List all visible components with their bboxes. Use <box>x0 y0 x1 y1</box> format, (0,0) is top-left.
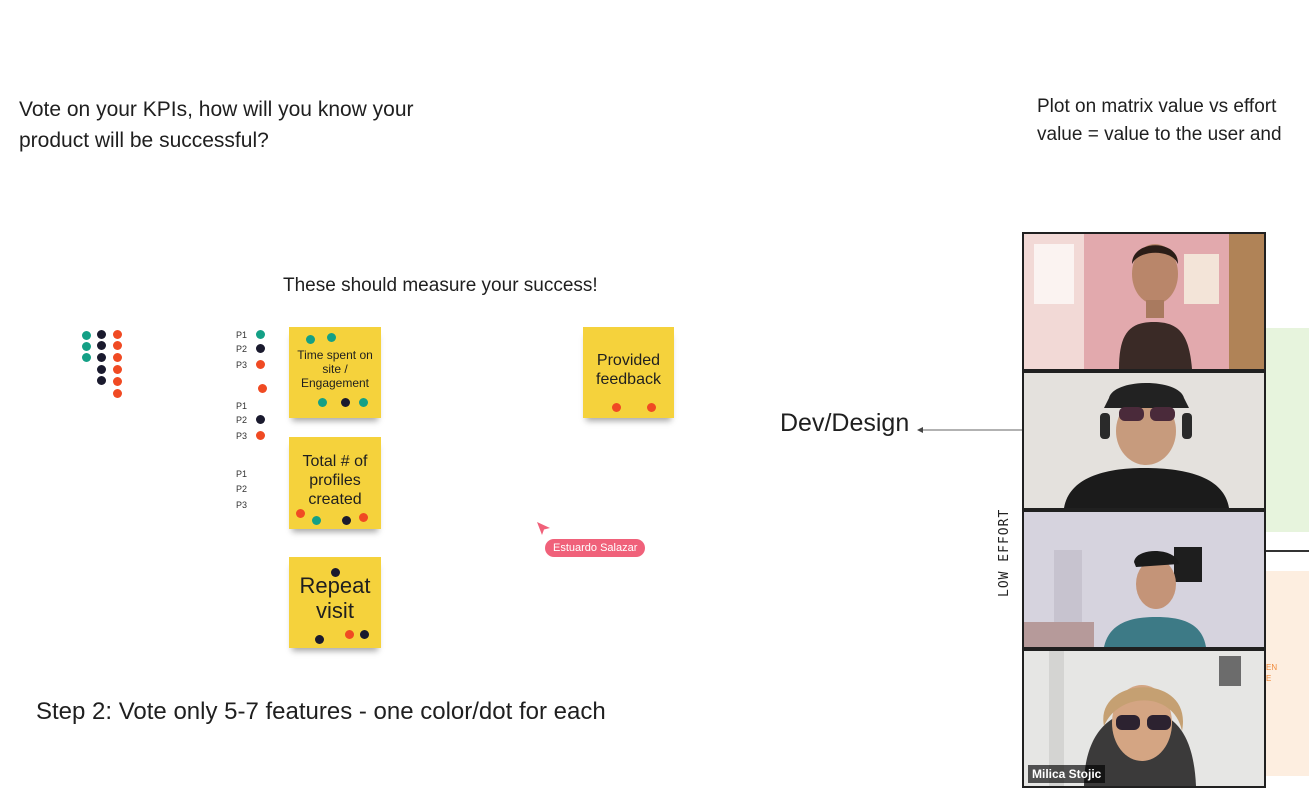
sticky-note-repeat-visit[interactable]: Repeat visit <box>289 557 381 648</box>
vote-dot[interactable] <box>113 341 122 350</box>
vote-dot[interactable] <box>312 516 321 525</box>
participant-label: P1 <box>236 401 248 411</box>
vote-dot[interactable] <box>327 333 336 342</box>
vote-dot[interactable] <box>82 353 91 362</box>
vote-dot[interactable] <box>97 376 106 385</box>
dev-design-label: Dev/Design <box>780 409 910 437</box>
participant-name-badge: Milica Stojic <box>1028 765 1106 783</box>
participant-label: P2 <box>236 344 248 354</box>
participant-label: P3 <box>236 431 248 441</box>
video-tile-participant-1[interactable] <box>1024 234 1264 369</box>
sticky-note-engagement[interactable]: Time spent on site / Engagement <box>289 327 381 418</box>
vote-dot[interactable] <box>306 335 315 344</box>
low-effort-axis-label: LOW EFFORT <box>997 508 1012 597</box>
participant-video-feed <box>1024 512 1264 647</box>
vote-dot[interactable] <box>113 389 122 398</box>
vote-dot[interactable] <box>341 398 350 407</box>
vote-dot[interactable] <box>113 330 122 339</box>
sticky-text: Time spent on site / Engagement <box>297 348 373 390</box>
sticky-text: Repeat visit <box>299 573 371 623</box>
sticky-text: Total # of profiles created <box>302 453 368 508</box>
vote-dot[interactable] <box>359 398 368 407</box>
vote-dot[interactable] <box>256 344 265 353</box>
vote-dot[interactable] <box>318 398 327 407</box>
vote-dot[interactable] <box>258 384 267 393</box>
participant-label: P1 <box>236 469 248 479</box>
vote-dot[interactable] <box>315 635 324 644</box>
vote-dot[interactable] <box>256 330 265 339</box>
video-tile-participant-4[interactable]: Milica Stojic <box>1024 651 1264 786</box>
vote-dot[interactable] <box>256 360 265 369</box>
vote-dot[interactable] <box>331 568 340 577</box>
vote-dot[interactable] <box>82 331 91 340</box>
matrix-partial-label: EN E <box>1266 663 1278 683</box>
matrix-axis-line <box>1266 550 1309 552</box>
vote-dot[interactable] <box>97 330 106 339</box>
cursor-pointer-icon <box>537 522 550 535</box>
participant-video-feed <box>1024 651 1264 786</box>
participant-video-feed <box>1024 234 1264 369</box>
video-tile-participant-2[interactable] <box>1024 373 1264 508</box>
vote-dot[interactable] <box>360 630 369 639</box>
participant-label: P2 <box>236 484 248 494</box>
vote-dot[interactable] <box>612 403 621 412</box>
matrix-quadrant-orange <box>1266 571 1309 776</box>
measure-subheading: These should measure your success! <box>283 275 598 296</box>
vote-dot[interactable] <box>296 509 305 518</box>
vote-dot[interactable] <box>97 365 106 374</box>
vote-dot[interactable] <box>345 630 354 639</box>
collaborator-cursor-label: Estuardo Salazar <box>545 539 646 557</box>
vote-dot[interactable] <box>342 516 351 525</box>
vote-dot[interactable] <box>647 403 656 412</box>
vote-dot[interactable] <box>97 353 106 362</box>
video-tile-participant-3[interactable] <box>1024 512 1264 647</box>
participant-label: P3 <box>236 500 248 510</box>
vote-dot[interactable] <box>113 377 122 386</box>
participant-label: P3 <box>236 360 248 370</box>
participant-label: P1 <box>236 330 248 340</box>
video-call-panel[interactable]: Milica Stojic <box>1022 232 1266 788</box>
participant-label: P2 <box>236 415 248 425</box>
kpi-heading: Vote on your KPIs, how will you know you… <box>19 98 414 152</box>
vote-dot[interactable] <box>256 415 265 424</box>
vote-dot[interactable] <box>359 513 368 522</box>
participant-video-feed <box>1024 373 1264 508</box>
matrix-quadrant-green <box>1266 328 1309 532</box>
step2-heading: Step 2: Vote only 5-7 features - one col… <box>36 698 606 725</box>
vote-dot[interactable] <box>82 342 91 351</box>
vote-dot[interactable] <box>256 431 265 440</box>
sticky-note-feedback[interactable]: Provided feedback <box>583 327 674 418</box>
vote-dot[interactable] <box>113 365 122 374</box>
sticky-note-profiles[interactable]: Total # of profiles created <box>289 437 381 529</box>
sticky-text: Provided feedback <box>596 352 661 388</box>
vote-dot[interactable] <box>113 353 122 362</box>
matrix-heading: Plot on matrix value vs effort value = v… <box>1037 96 1282 145</box>
connector-arrow <box>917 427 1027 433</box>
vote-dot[interactable] <box>97 341 106 350</box>
